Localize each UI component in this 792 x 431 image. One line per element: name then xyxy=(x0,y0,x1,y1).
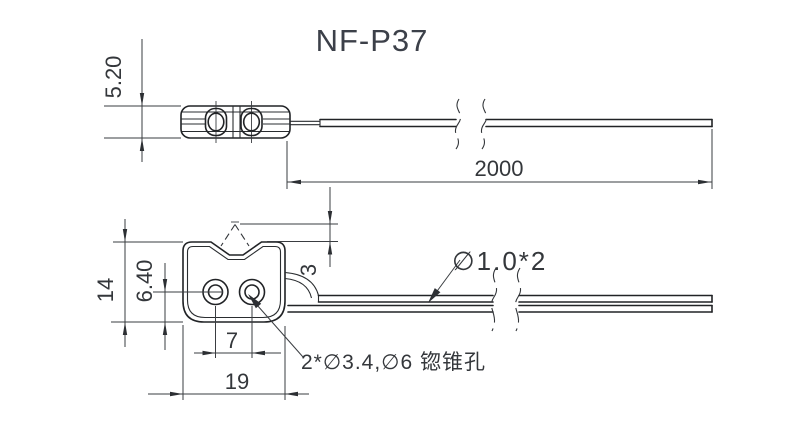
label-fiber-diameter: ∅1.0*2 xyxy=(428,246,547,303)
dim-text-3: 3 xyxy=(296,264,321,276)
dim-text-2000: 2000 xyxy=(475,156,524,181)
break-lines-front xyxy=(490,267,522,332)
dim-hole-center-height: 6.40 xyxy=(132,260,223,350)
dim-text-14: 14 xyxy=(93,278,118,302)
break-lines-top xyxy=(454,98,488,150)
dim-cable-length: 2000 xyxy=(286,129,713,189)
top-view-cable xyxy=(290,118,713,128)
front-view-cable xyxy=(284,271,713,313)
dim-notch-offset: 3 xyxy=(240,187,338,276)
notch-apex-dashed xyxy=(220,221,250,247)
fiber-diameter-text: ∅1.0*2 xyxy=(452,246,547,276)
dim-body-width: 19 xyxy=(148,325,309,400)
dim-text-7: 7 xyxy=(226,328,238,353)
dim-top-body-height: 5.20 xyxy=(101,39,181,162)
dim-front-body-height: 14 xyxy=(93,219,183,347)
top-view-hole-left xyxy=(204,107,228,137)
top-view-body xyxy=(180,105,291,139)
label-hole-callout: 2*∅3.4,∅6 锪锥孔 xyxy=(248,294,486,374)
dim-text-6-40: 6.40 xyxy=(132,260,157,303)
hole-callout-text: 2*∅3.4,∅6 锪锥孔 xyxy=(301,351,486,374)
front-view-body xyxy=(182,241,286,323)
top-view-hole-right xyxy=(240,107,263,137)
top-view: 5.20 2000 xyxy=(101,39,713,189)
dim-text-5-20: 5.20 xyxy=(101,56,126,99)
dim-hole-spacing: 7 xyxy=(194,306,281,358)
dim-text-19: 19 xyxy=(225,369,249,394)
front-view: 14 6.40 3 7 xyxy=(93,187,713,400)
front-view-inner-contour xyxy=(186,245,282,319)
page-title: NF-P37 xyxy=(316,23,429,58)
